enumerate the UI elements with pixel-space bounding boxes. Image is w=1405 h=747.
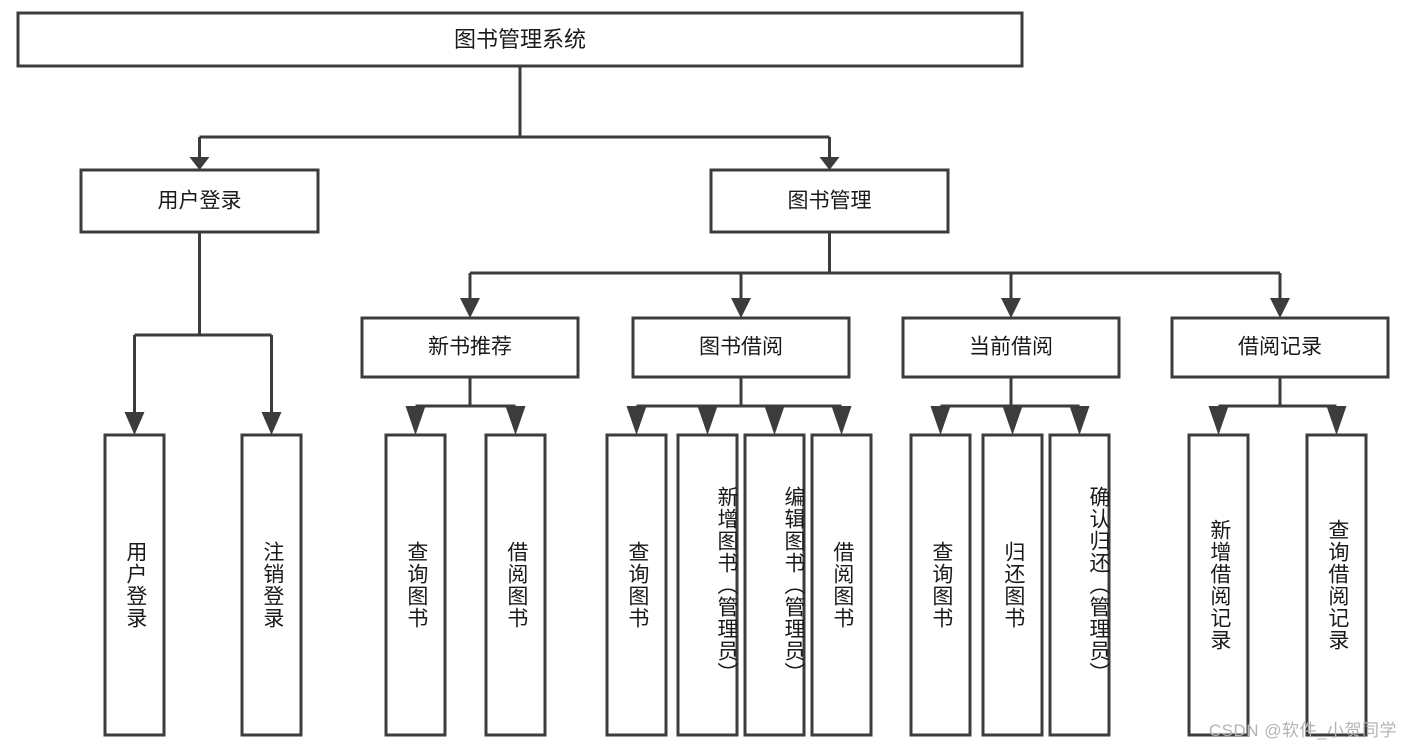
node-current-borrow-box[interactable] bbox=[901, 316, 1121, 379]
arrow-head-icon bbox=[1069, 406, 1090, 435]
leaf-logout-box[interactable] bbox=[240, 433, 303, 737]
leaf-confirm-return-box[interactable] bbox=[1048, 433, 1111, 737]
connector-bookborrow-to-leaves bbox=[635, 377, 843, 412]
arrow-head-icon bbox=[697, 406, 718, 435]
arrow-heads bbox=[124, 157, 1347, 435]
arrow-head-icon bbox=[505, 406, 526, 435]
node-book-manage-label: 图书管理 bbox=[788, 190, 872, 213]
node-borrow-record-label: 借阅记录 bbox=[1238, 336, 1322, 359]
node-new-book-recommend[interactable]: 新书推荐 bbox=[360, 316, 580, 379]
connector-newbook-to-leaves bbox=[414, 377, 517, 412]
leaf-user-login-box[interactable] bbox=[103, 433, 166, 737]
node-root-label: 图书管理系统 bbox=[454, 27, 586, 52]
node-user-login[interactable]: 用户登录 bbox=[79, 168, 320, 234]
arrow-head-icon bbox=[764, 406, 785, 435]
node-book-manage[interactable]: 图书管理 bbox=[709, 168, 950, 234]
arrow-head-icon bbox=[1001, 298, 1021, 318]
arrow-head-icon bbox=[626, 406, 647, 435]
arrow-head-icon bbox=[1326, 406, 1347, 435]
node-root-box[interactable] bbox=[16, 11, 1024, 68]
arrow-head-icon bbox=[1208, 406, 1229, 435]
node-user-login-box[interactable] bbox=[79, 168, 320, 234]
leaf-return-book-box[interactable] bbox=[981, 433, 1044, 737]
leaf-query-book-1-box[interactable] bbox=[384, 433, 447, 737]
arrow-head-icon bbox=[819, 157, 840, 170]
leaf-add-record-box[interactable] bbox=[1187, 433, 1250, 737]
node-borrow-record[interactable]: 借阅记录 bbox=[1170, 316, 1390, 379]
leaf-edit-book-box[interactable] bbox=[743, 433, 806, 737]
leaf-query-record-box[interactable] bbox=[1305, 433, 1368, 737]
arrow-head-icon bbox=[930, 406, 951, 435]
connector-userlogin-to-leaves bbox=[133, 232, 273, 412]
arrow-head-icon bbox=[1270, 298, 1290, 318]
node-book-borrow-label: 图书借阅 bbox=[699, 336, 783, 359]
connectors bbox=[133, 66, 1338, 412]
node-current-borrow-label: 当前借阅 bbox=[969, 336, 1053, 359]
csdn-watermark: CSDN @软件_小贺同学 bbox=[1208, 721, 1397, 740]
connector-bookmanage-to-level3 bbox=[468, 232, 1282, 298]
node-book-borrow-box[interactable] bbox=[631, 316, 851, 379]
leaf-borrow-book-1-box[interactable] bbox=[484, 433, 547, 737]
connector-borrowrecord-to-leaves bbox=[1217, 377, 1338, 412]
node-borrow-record-box[interactable] bbox=[1170, 316, 1390, 379]
node-new-book-recommend-box[interactable] bbox=[360, 316, 580, 379]
leaf-add-book-box[interactable] bbox=[676, 433, 739, 737]
arrow-head-icon bbox=[124, 412, 145, 435]
node-user-login-label: 用户登录 bbox=[158, 190, 242, 213]
leaf-query-book-3-box[interactable] bbox=[909, 433, 972, 737]
node-current-borrow[interactable]: 当前借阅 bbox=[901, 316, 1121, 379]
arrow-head-icon bbox=[189, 157, 210, 170]
arrow-head-icon bbox=[460, 298, 480, 318]
arrow-head-icon bbox=[1002, 406, 1023, 435]
node-new-book-recommend-label: 新书推荐 bbox=[428, 336, 512, 359]
leaf-boxes bbox=[103, 433, 1368, 737]
node-book-manage-box[interactable] bbox=[709, 168, 950, 234]
arrow-head-icon bbox=[405, 406, 426, 435]
leaf-query-book-2-box[interactable] bbox=[605, 433, 668, 737]
node-root[interactable]: 图书管理系统 bbox=[16, 11, 1024, 68]
arrow-head-icon bbox=[261, 412, 282, 435]
leaf-borrow-book-2-box[interactable] bbox=[810, 433, 873, 737]
node-book-borrow[interactable]: 图书借阅 bbox=[631, 316, 851, 379]
arrow-head-icon bbox=[731, 298, 751, 318]
arrow-head-icon bbox=[831, 406, 852, 435]
connector-root-to-level2 bbox=[198, 66, 831, 157]
